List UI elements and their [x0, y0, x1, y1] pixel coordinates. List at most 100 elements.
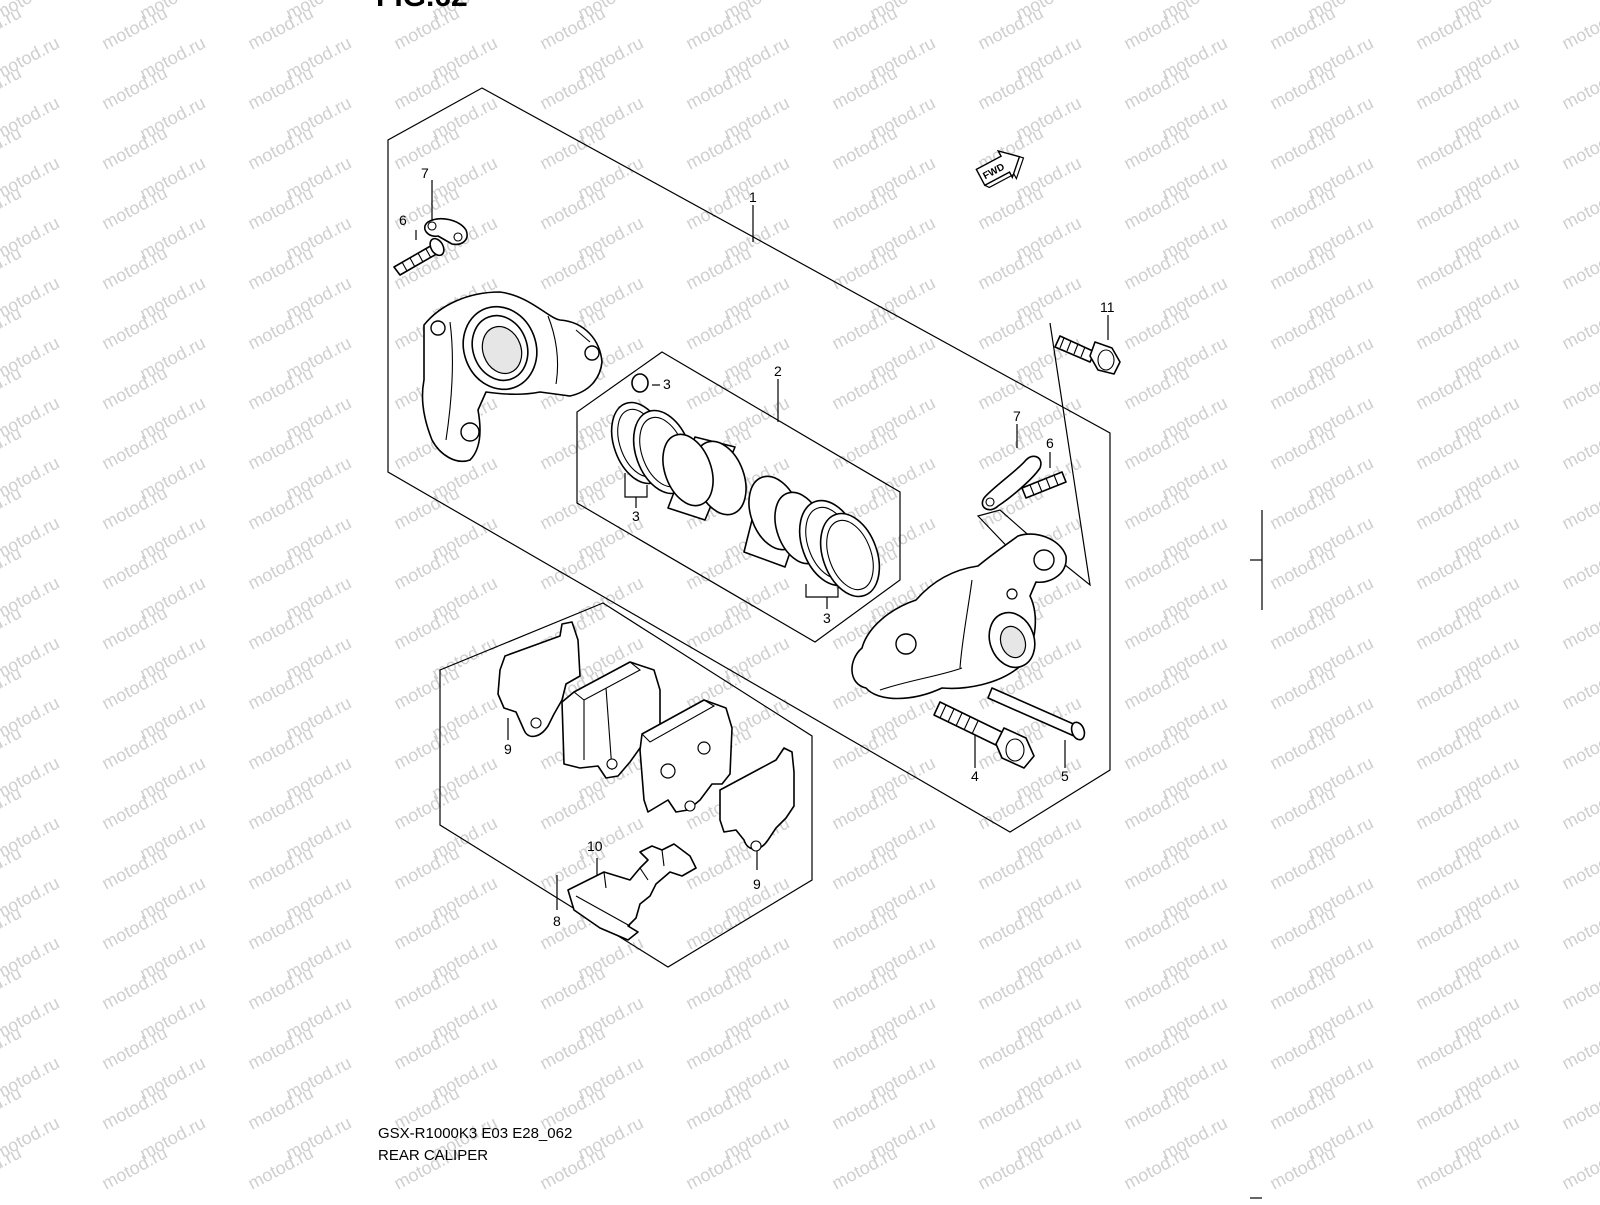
watermark-text: motod.ru [244, 483, 316, 534]
watermark-text: motod.ru [536, 63, 608, 114]
callout-3b: 3 [632, 508, 640, 524]
watermark-text: motod.ru [536, 1023, 608, 1074]
watermark-text: motod.ru [244, 63, 316, 114]
watermark-text: motod.ru [98, 243, 170, 294]
watermark-text: motod.ru [1120, 603, 1192, 654]
watermark-text: motod.ru [974, 843, 1046, 894]
watermark-text: motod.ru [974, 363, 1046, 414]
fwd-arrow-icon: FWD [975, 149, 1025, 189]
bleeder-cap-upper [423, 218, 468, 246]
watermark-text: motod.ru [1558, 123, 1600, 174]
watermark-text: motod.ru [1120, 483, 1192, 534]
watermark-text: motod.ru [536, 783, 608, 834]
seal-small [631, 373, 649, 393]
watermark-text: motod.ru [1412, 903, 1484, 954]
watermark-text: motod.ru [682, 1143, 754, 1194]
watermark-text: motod.ru [974, 303, 1046, 354]
watermark-text: motod.ru [390, 663, 462, 714]
watermark-text: motod.ru [828, 843, 900, 894]
watermark-text: motod.ru [98, 183, 170, 234]
callout-3a: 3 [663, 376, 671, 392]
leader-lines [415, 180, 1263, 910]
watermark-text: motod.ru [828, 3, 900, 54]
watermark-text: motod.ru [682, 603, 754, 654]
watermark-text: motod.ru [828, 1023, 900, 1074]
watermark-text: motod.ru [390, 903, 462, 954]
watermark-text: motod.ru [536, 3, 608, 54]
watermark-text: motod.ru [98, 363, 170, 414]
model-code-caption: GSX-R1000K3 E03 E28_062 [378, 1125, 572, 1142]
watermark-text: motod.ru [1558, 303, 1600, 354]
watermark-text: motod.ru [1120, 663, 1192, 714]
watermark-text: motod.ru [244, 423, 316, 474]
watermark-text: motod.ru [1266, 423, 1338, 474]
watermark-text: motod.ru [244, 303, 316, 354]
watermark-text: motod.ru [98, 3, 170, 54]
watermark-text: motod.ru [1558, 843, 1600, 894]
pad-shim-right [719, 747, 795, 852]
watermark-text: motod.ru [1558, 183, 1600, 234]
watermark-text: motod.ru [244, 243, 316, 294]
caliper-assembly-outline [387, 87, 1111, 833]
watermark-text: motod.ru [1558, 483, 1600, 534]
watermark-text: motod.ru [1412, 783, 1484, 834]
watermark-text: motod.ru [98, 1143, 170, 1194]
watermark-text: motod.ru [1120, 423, 1192, 474]
watermark-text: motod.ru [98, 543, 170, 594]
pin-5 [987, 687, 1086, 741]
watermark-text: motod.ru [1412, 243, 1484, 294]
watermark-text: motod.ru [1412, 843, 1484, 894]
watermark-text: motod.ru [1120, 1023, 1192, 1074]
watermark-text: motod.ru [244, 1023, 316, 1074]
watermark-text: motod.ru [682, 183, 754, 234]
watermark-text: motod.ru [1266, 183, 1338, 234]
watermark-text: motod.ru [1412, 3, 1484, 54]
callout-6b: 6 [1046, 435, 1054, 451]
watermark-text: motod.ru [1412, 723, 1484, 774]
watermark-text: motod.ru [244, 183, 316, 234]
watermark-text: motod.ru [390, 1023, 462, 1074]
watermark-text: motod.ru [98, 843, 170, 894]
watermark-text: motod.ru [244, 603, 316, 654]
watermark-text: motod.ru [1412, 123, 1484, 174]
callout-10: 10 [587, 838, 603, 854]
piston-seals-right [798, 499, 881, 598]
watermark-text: motod.ru [828, 963, 900, 1014]
watermark-text: motod.ru [1558, 1023, 1600, 1074]
callout-7a: 7 [421, 165, 429, 181]
watermark-text: motod.ru [682, 63, 754, 114]
watermark-text: motod.ru [828, 183, 900, 234]
watermark-text: motod.ru [1120, 183, 1192, 234]
watermark-text: motod.ru [1120, 963, 1192, 1014]
watermark-text: motod.ru [974, 63, 1046, 114]
watermark-text: motod.ru [1120, 303, 1192, 354]
watermark-text: motod.ru [98, 423, 170, 474]
watermark-text: motod.ru [1120, 3, 1192, 54]
watermark-text: motod.ru [828, 63, 900, 114]
right-half-frame [976, 322, 1091, 587]
watermark-text: motod.ru [682, 123, 754, 174]
watermark-text: motod.ru [244, 963, 316, 1014]
watermark-text: motod.ru [1266, 663, 1338, 714]
watermark-text: motod.ru [1266, 903, 1338, 954]
watermark-text: motod.ru [1412, 423, 1484, 474]
watermark-text: motod.ru [1120, 123, 1192, 174]
callout-6a: 6 [399, 212, 407, 228]
watermark-text: motod.ru [1412, 603, 1484, 654]
pad-spring-10 [567, 843, 697, 941]
watermark-text: motod.ru [536, 243, 608, 294]
watermark-text: motod.ru [1266, 603, 1338, 654]
watermark-text: motod.ru [1412, 183, 1484, 234]
slide-pin-4 [933, 701, 1035, 769]
watermark-text: motod.ru [828, 123, 900, 174]
pad-set-outline [439, 602, 813, 968]
watermark-text: motod.ru [682, 903, 754, 954]
watermark-text: motod.ru [974, 1083, 1046, 1134]
watermark-text: motod.ru [1558, 783, 1600, 834]
callout-5: 5 [1061, 768, 1069, 784]
watermark-text: motod.ru [682, 1083, 754, 1134]
watermark-text: motod.ru [1266, 303, 1338, 354]
watermark-text: motod.ru [98, 663, 170, 714]
